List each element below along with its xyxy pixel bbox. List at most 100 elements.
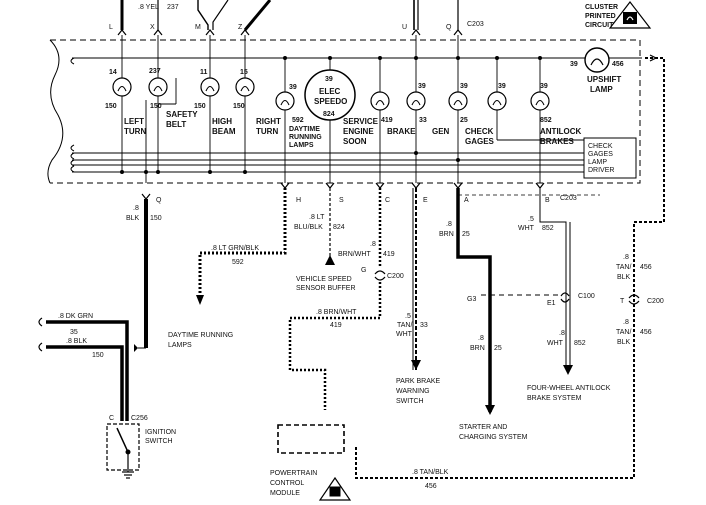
- lamp-filaments: [117, 85, 545, 106]
- wire-label: .8 TAN/BLK: [412, 469, 449, 476]
- lamp-feeds: [121, 35, 584, 183]
- wire-label: BRN/WHT: [338, 251, 371, 258]
- pcm-box: [277, 424, 352, 501]
- bus-lines: [72, 57, 642, 173]
- top-pin-letters: L X M Z U Q: [109, 24, 452, 31]
- wire-label: BRN: [470, 345, 485, 352]
- wire-label: .8 LT: [309, 214, 325, 221]
- esd-logo: [608, 1, 652, 29]
- top-connector-label: C203: [467, 21, 484, 28]
- bottom-pin: A: [464, 197, 469, 204]
- lamp-bottom-num: 25: [460, 117, 468, 124]
- wire-label: .5: [405, 313, 411, 320]
- lamp-name: TURN: [256, 127, 278, 136]
- bus-loops: [70, 57, 75, 173]
- lamp-driver-box: CHECK GAGES LAMP DRIVER: [583, 137, 637, 179]
- wire-label: 824: [333, 224, 345, 231]
- dest-vss: SENSOR BUFFER: [296, 285, 356, 292]
- wire-label: 852: [574, 340, 586, 347]
- lamp-name: BRAKE: [387, 127, 416, 136]
- speedo-bottom-num: 824: [323, 111, 335, 118]
- logo-line3: CIRCUIT: [585, 22, 614, 29]
- wire-label: .5: [528, 216, 534, 223]
- lamp-name: BRAKES: [540, 137, 574, 146]
- wire-label: 419: [330, 322, 342, 329]
- wire-label: 852: [542, 225, 554, 232]
- lamp-top-num: 15: [240, 69, 248, 76]
- wire-label: .8: [478, 335, 484, 342]
- upshift-line2: LAMP: [590, 85, 613, 94]
- wire-label: 33: [420, 322, 428, 329]
- dest-park: WARNING: [396, 388, 430, 395]
- connector-label: G: [361, 267, 366, 274]
- lamp-name: BEAM: [212, 127, 236, 136]
- wire-label: .8: [133, 205, 139, 212]
- wire-labels: .8 BLK 150 .8 LT GRN/BLK 592 .8 LT BLU/B…: [58, 205, 652, 490]
- wire-label: TAN/: [616, 329, 631, 336]
- upshift-right: 456: [612, 61, 624, 68]
- bottom-pin: H: [296, 197, 301, 204]
- harness-wires: [46, 57, 665, 479]
- lamp-name: LEFT: [124, 117, 144, 126]
- connector-symbols: [38, 54, 658, 352]
- junction-dots: [120, 56, 542, 174]
- upshift-lamp: 39 456 UPSHIFT LAMP: [570, 47, 624, 94]
- wire-label: .8: [623, 319, 629, 326]
- speedo-line2: SPEEDO: [314, 97, 347, 106]
- dest-ign: IGNITION: [145, 429, 176, 436]
- yel-wire-label: .8 YEL: [138, 4, 159, 11]
- driver-line1: CHECK: [588, 143, 613, 150]
- connector-label: G3: [467, 296, 476, 303]
- lamp-top-num: 39: [289, 84, 297, 91]
- wire-label: WHT: [547, 340, 564, 347]
- dest-start: CHARGING SYSTEM: [459, 434, 528, 441]
- driver-line3: LAMP: [588, 159, 607, 166]
- wire-label: .8 DK GRN: [58, 313, 93, 320]
- top-pin: U: [402, 24, 407, 31]
- connector-labels: G C200 G3 E1 C100 T C200 C C256: [109, 267, 664, 422]
- lamp-bottom-num: 150: [194, 103, 206, 110]
- cluster-panel: [47, 39, 641, 184]
- wire-label: BLK: [126, 215, 140, 222]
- lamp-name: DAYTIME: [289, 126, 320, 133]
- wire-label: 419: [383, 251, 395, 258]
- wire-label: WHT: [396, 331, 413, 338]
- top-pin: Z: [238, 24, 243, 31]
- connector-label: T: [620, 298, 625, 305]
- driver-line2: GAGES: [588, 151, 613, 158]
- lamp-name: TURN: [124, 127, 146, 136]
- dest-pcm: CONTROL: [270, 480, 304, 487]
- dest-ign: SWITCH: [145, 438, 173, 445]
- lamp-name: BELT: [166, 120, 186, 129]
- wire-label: 592: [232, 259, 244, 266]
- connector-label: C200: [647, 298, 664, 305]
- connector-label: C100: [578, 293, 595, 300]
- lamp-name: SAFETY: [166, 110, 198, 119]
- lamp-name: GAGES: [465, 137, 495, 146]
- logo-line1: CLUSTER: [585, 4, 618, 11]
- dest-abs: BRAKE SYSTEM: [527, 395, 582, 402]
- wire-label: TAN/: [616, 264, 631, 271]
- wire-label: BLK: [617, 339, 631, 346]
- wire-label: .8 BRN/WHT: [316, 309, 357, 316]
- upshift-left: 39: [570, 61, 578, 68]
- wire-label: 456: [425, 483, 437, 490]
- dest-drl: DAYTIME RUNNING: [168, 332, 233, 339]
- lamp-top-num: 11: [200, 69, 208, 76]
- dest-park: PARK BRAKE: [396, 378, 441, 385]
- ignition-switch: [106, 423, 140, 479]
- lamp-name: ANTILOCK: [540, 127, 582, 136]
- lamp-top-num: 39: [418, 83, 426, 90]
- wire-label: .8: [446, 221, 452, 228]
- dest-drl: LAMPS: [168, 342, 192, 349]
- connector-label: C256: [131, 415, 148, 422]
- bottom-pin: E: [423, 197, 428, 204]
- lamp-numbers: 14 150 237 150 11 150 15 150 39 592 419 …: [105, 68, 552, 124]
- lamp-name: HIGH: [212, 117, 232, 126]
- dest-pcm: MODULE: [270, 490, 300, 497]
- lamp-top-num: 14: [109, 69, 117, 76]
- connector-label: C200: [387, 273, 404, 280]
- top-pin: X: [150, 24, 155, 31]
- bottom-pin: B: [545, 197, 550, 204]
